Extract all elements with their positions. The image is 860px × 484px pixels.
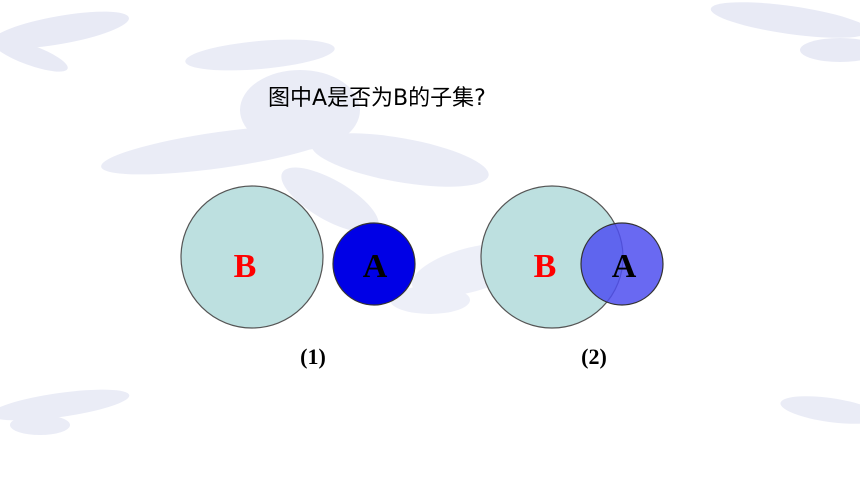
fig1-set-b-label: B (234, 248, 257, 285)
decor-flower-top-center (101, 39, 489, 233)
figure-2: B A (2) (480, 185, 664, 369)
fig1-set-a-circle (332, 222, 416, 306)
fig1-set-b-circle (180, 185, 324, 329)
decor-flower-top-left (0, 11, 129, 72)
decor-flower-bottom-left (0, 389, 130, 435)
fig2-set-a-circle (580, 222, 664, 306)
fig2-set-b-label: B (534, 248, 557, 285)
figure-1: B A (1) (180, 185, 416, 369)
fig1-caption: (1) (300, 344, 326, 369)
fig2-set-a-label: A (612, 248, 637, 285)
question-text: 图中A是否为B的子集? (268, 86, 486, 111)
fig1-set-a-label: A (363, 248, 388, 285)
decor-flower-bottom-right (780, 396, 860, 424)
decor-flower-top-right (710, 2, 860, 62)
fig2-caption: (2) (581, 344, 607, 369)
